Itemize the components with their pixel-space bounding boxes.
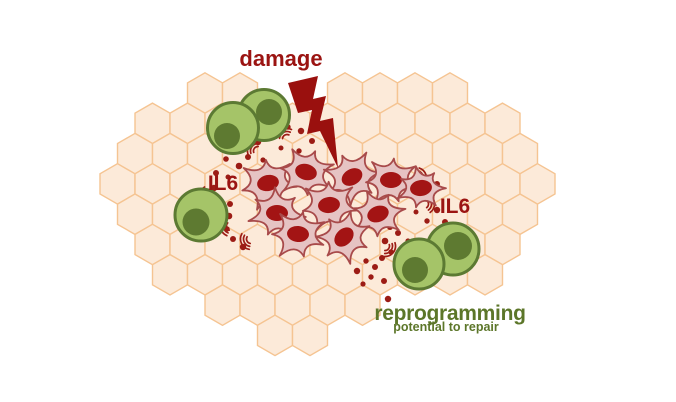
stress-mark-icon: [383, 241, 397, 258]
il6-molecule-dot: [372, 264, 378, 270]
damaged-cell-nucleus: [380, 172, 402, 188]
il6-molecule-dot: [297, 127, 305, 135]
tissue-hexagon: [291, 314, 329, 357]
il6-molecule-dot: [210, 184, 218, 192]
il6-molecule-dot: [260, 157, 266, 163]
damaged-cell-nucleus: [257, 174, 279, 192]
il6-molecule-dot: [381, 237, 389, 245]
il6-molecule-dot: [424, 218, 430, 224]
reprogramming-cell-nucleus: [444, 232, 472, 260]
il6-molecule-dot: [245, 154, 251, 160]
il6-right-label: IL6: [440, 195, 470, 218]
reprogramming-label: reprogramming: [374, 302, 525, 325]
il6-molecule-dot: [227, 201, 233, 207]
reprogramming-cell-nucleus: [256, 99, 282, 125]
damage-label: damage: [239, 46, 322, 71]
il6-molecule-dot: [368, 274, 374, 280]
il6-molecule-dot: [223, 156, 229, 162]
reprogramming-cells-layer: [173, 88, 481, 291]
il6-molecule-dot: [413, 209, 419, 215]
damaged-cell-nucleus: [287, 225, 309, 243]
damaged-cell-nucleus: [367, 205, 389, 223]
labels-layer: damage IL6 IL6 reprogramming potential t…: [208, 46, 526, 334]
damaged-cell-nucleus: [341, 168, 363, 186]
il6-molecule-dot: [353, 267, 361, 275]
il6-molecule-dot: [230, 236, 236, 242]
il6-molecule-dot: [278, 145, 284, 151]
il6-molecule-dot: [309, 138, 315, 144]
il6-molecule-dot: [360, 281, 366, 287]
damaged-cell-nucleus: [410, 179, 432, 197]
il6-molecule-dot: [384, 295, 392, 303]
il6-molecule-dot: [395, 230, 401, 236]
il6-left-label: IL6: [208, 172, 238, 195]
damaged-cell-nucleus: [334, 227, 354, 247]
tissue-hexagon: [344, 284, 381, 327]
il6-molecule-dot: [379, 255, 385, 261]
reprogramming-cell-nucleus: [214, 123, 240, 149]
damaged-cell-nucleus: [295, 163, 317, 181]
reprogramming-cell-nucleus: [182, 208, 210, 236]
damaged-cell-nucleus: [318, 196, 340, 214]
damage-bolt-icon: [288, 76, 338, 168]
il6-molecule-dot: [363, 258, 369, 264]
il6-molecule-dot: [296, 148, 302, 154]
potential-to-repair-label: potential to repair: [393, 320, 499, 334]
il6-molecule-dot: [225, 174, 231, 180]
il6-molecule-dot: [213, 170, 219, 176]
damaged-cells-layer: [241, 148, 447, 265]
stress-mark-icon: [239, 232, 252, 251]
il6-molecule-dot: [235, 162, 243, 170]
il6-molecule-dot: [433, 206, 441, 214]
il6-molecule-dot: [381, 278, 387, 284]
reprogramming-cell-nucleus: [402, 257, 428, 283]
